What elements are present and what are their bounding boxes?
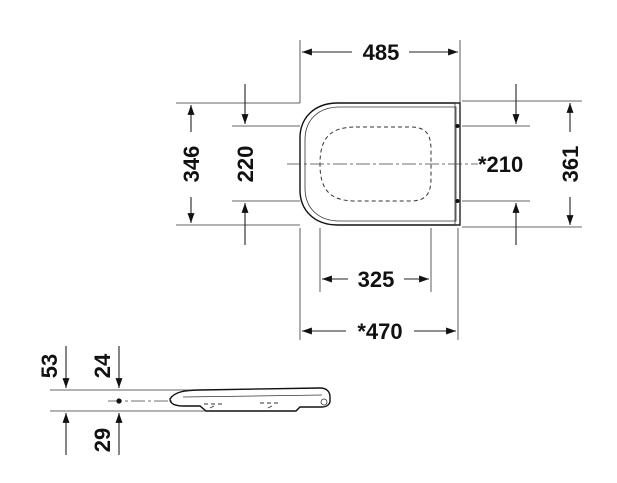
dim-length-overall: 346 xyxy=(179,146,204,183)
hinge-point-bottom xyxy=(455,199,460,203)
dim-inner-length: 220 xyxy=(233,146,258,183)
opening-outline xyxy=(319,126,432,202)
seat-profile xyxy=(169,387,331,412)
dim-height-overall: 53 xyxy=(37,354,62,378)
top-view: 485 346 220 *210 361 325 xyxy=(176,40,583,344)
seat-rim xyxy=(304,106,457,222)
dim-width-overall: 485 xyxy=(363,40,400,65)
dim-width-base: *470 xyxy=(357,319,402,344)
dim-height-lower: 29 xyxy=(90,428,115,452)
dim-opening-width: 325 xyxy=(358,267,395,292)
dim-hinge-spacing: *210 xyxy=(478,152,523,177)
side-view: 53 24 29 xyxy=(37,346,331,455)
dim-length-total: 361 xyxy=(558,146,583,183)
hinge-pin xyxy=(320,398,328,406)
datum-point xyxy=(116,398,122,404)
hinge-point-top xyxy=(455,124,460,128)
dim-height-upper: 24 xyxy=(90,353,115,378)
